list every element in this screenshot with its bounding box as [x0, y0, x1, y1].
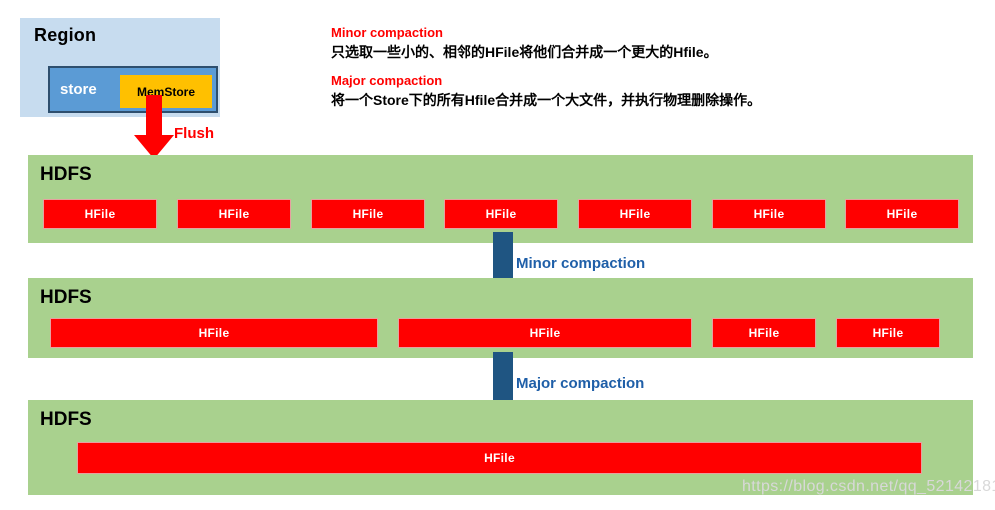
watermark: https://blog.csdn.net/qq_52142181 [742, 478, 995, 495]
region-box: Region store MemStore [20, 18, 220, 117]
major-compaction-label: Major compaction [516, 375, 645, 392]
hfile-box: HFile [398, 318, 692, 348]
hfile-box: HFile [578, 199, 692, 229]
hfile-box: HFile [50, 318, 378, 348]
major-compaction-body: 将一个Store下的所有Hfile合并成一个大文件，并执行物理删除操作。 [331, 92, 762, 108]
hfile-box: HFile [177, 199, 291, 229]
minor-compaction-title: Minor compaction [331, 25, 443, 40]
hdfs-label: HDFS [40, 164, 92, 185]
region-title: Region [34, 25, 97, 45]
minor-compaction-body: 只选取一些小的、相邻的HFile将他们合并成一个更大的Hfile。 [331, 44, 718, 60]
hdfs-band-3: HDFS HFile [28, 400, 973, 495]
hfile-box: HFile [836, 318, 940, 348]
minor-compaction-label: Minor compaction [516, 255, 646, 272]
flush-arrow-icon [132, 95, 176, 161]
hfile-box: HFile [712, 199, 826, 229]
major-compaction-title: Major compaction [331, 73, 443, 88]
hfile-box: HFile [43, 199, 157, 229]
hdfs-label: HDFS [40, 409, 92, 430]
hdfs-band-2: HDFS HFile HFile HFile HFile [28, 278, 973, 358]
flush-label: Flush [174, 125, 214, 142]
annotations-block: Minor compaction 只选取一些小的、相邻的HFile将他们合并成一… [331, 24, 931, 120]
hfile-box: HFile [311, 199, 425, 229]
store-label: store [60, 81, 97, 98]
hfile-box: HFile [712, 318, 816, 348]
hdfs-label: HDFS [40, 287, 92, 308]
hfile-box: HFile [845, 199, 959, 229]
hfile-box: HFile [77, 442, 922, 474]
hfile-box: HFile [444, 199, 558, 229]
hdfs-band-1: HDFS HFile HFile HFile HFile HFile HFile… [28, 155, 973, 243]
